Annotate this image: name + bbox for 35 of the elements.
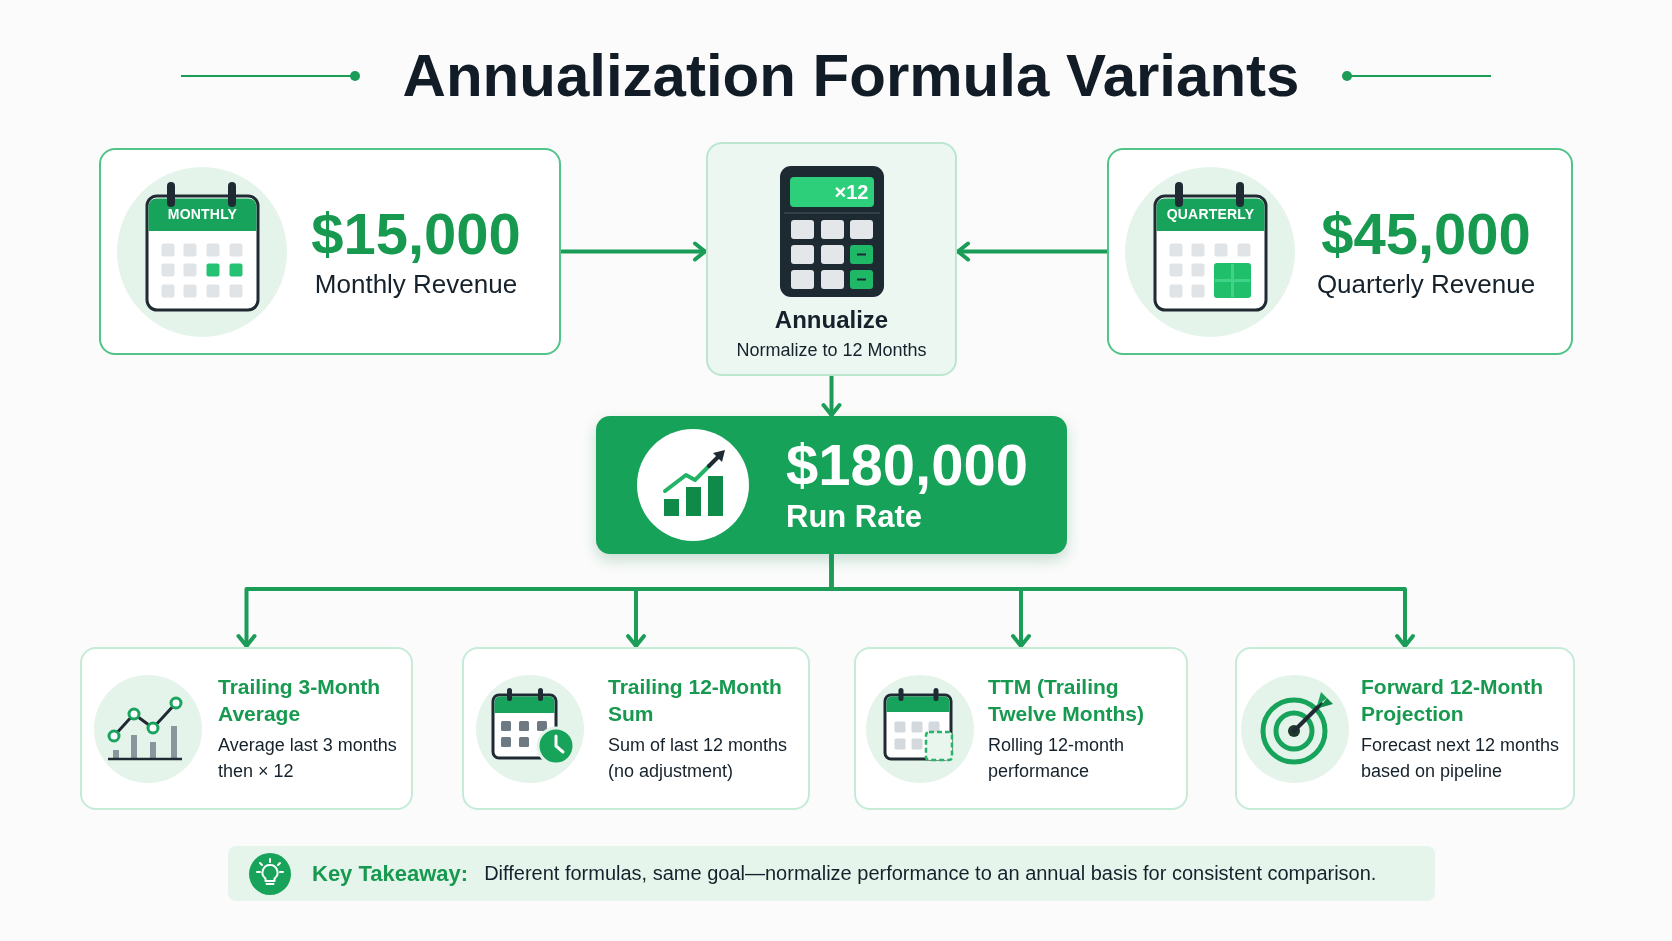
- connector-arrow: [821, 376, 842, 417]
- calendar-label: MONTHLY: [166, 204, 239, 224]
- result-caption: Run Rate: [786, 497, 923, 536]
- calendar-label: QUARTERLY: [1165, 204, 1256, 224]
- connector-arrow: [561, 241, 707, 262]
- method-title: Trailing 12-Month Sum: [608, 673, 783, 727]
- step-subtitle: Normalize to 12 Months: [736, 338, 927, 362]
- result-value: $180,000: [786, 434, 1028, 496]
- metric-card: [99, 148, 561, 355]
- method-title: TTM (Trailing Twelve Months): [988, 673, 1145, 727]
- page-title: Annualization Formula Variants: [402, 46, 1300, 106]
- calculation-card: [706, 142, 957, 376]
- method-card: [462, 647, 810, 810]
- result-banner: [596, 416, 1067, 554]
- metric-caption: Quarterly Revenue: [1316, 268, 1536, 301]
- calculator-display-text: ×12: [834, 180, 869, 205]
- method-title: Trailing 3-Month Average: [218, 673, 382, 727]
- metric-caption: Monthly Revenue: [314, 268, 518, 301]
- takeaway-heading: Key Takeaway:: [312, 860, 469, 887]
- step-title: Annualize: [774, 306, 889, 335]
- metric-value: $15,000: [311, 202, 521, 267]
- metric-value: $45,000: [1321, 202, 1531, 267]
- method-description: Rolling 12-month performance: [988, 734, 1126, 783]
- method-description: Sum of last 12 months (no adjustment): [608, 734, 789, 783]
- method-title: Forward 12-Month Projection: [1361, 673, 1544, 727]
- method-card: [80, 647, 413, 810]
- metric-card: [1107, 148, 1573, 355]
- connector-arrow: [829, 554, 1415, 648]
- method-description: Average last 3 months then × 12: [218, 734, 398, 783]
- method-card: [1235, 647, 1575, 810]
- method-card: [854, 647, 1188, 810]
- method-description: Forecast next 12 months based on pipeline: [1361, 734, 1561, 783]
- takeaway-banner: [228, 846, 1435, 901]
- connector-arrow: [956, 241, 1107, 262]
- takeaway-text: Different formulas, same goal—normalize performance to an annual basis for consistent comparison.: [484, 862, 1377, 885]
